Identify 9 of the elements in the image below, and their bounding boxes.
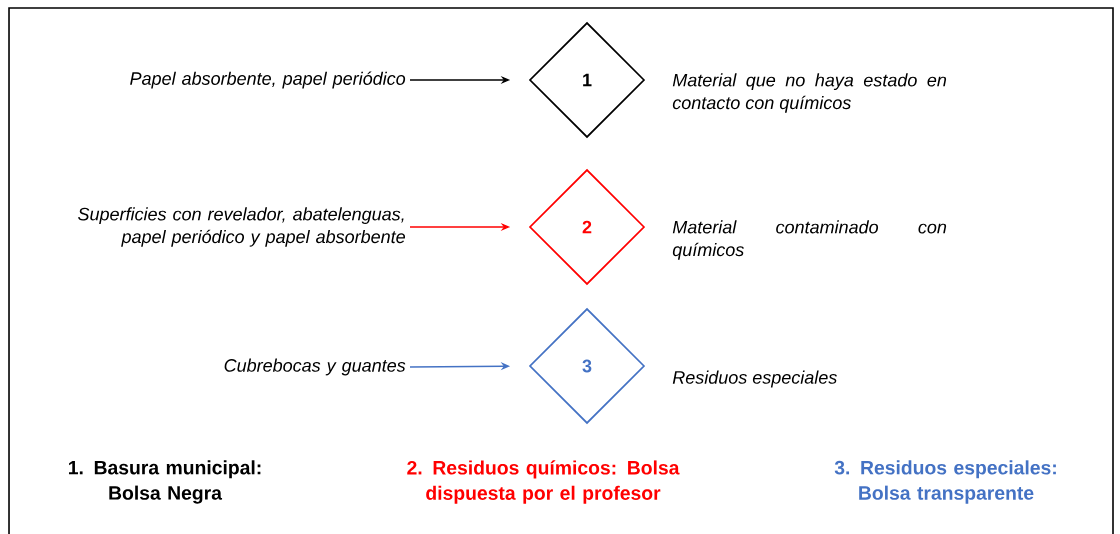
description-text: Residuos especiales xyxy=(672,370,837,388)
description-text: Material contaminado con químicos xyxy=(672,220,947,260)
item-text: Superficies con revelador, abatelenguas, papel periódico y papel absorbente xyxy=(78,207,405,247)
item-text: Cubrebocas y guantes xyxy=(224,358,406,376)
category-label: 2. Residuos químicos: Bolsa dispuesta por el profesor xyxy=(407,460,680,504)
category-label: 1. Basura municipal: Bolsa Negra xyxy=(69,460,261,504)
category-label: 3. Residuos especiales: Bolsa transparente xyxy=(834,460,1056,504)
description-text: Material que no haya estado en contacto con químicos xyxy=(672,73,947,113)
item-text: Papel absorbente, papel periódico xyxy=(130,71,406,89)
